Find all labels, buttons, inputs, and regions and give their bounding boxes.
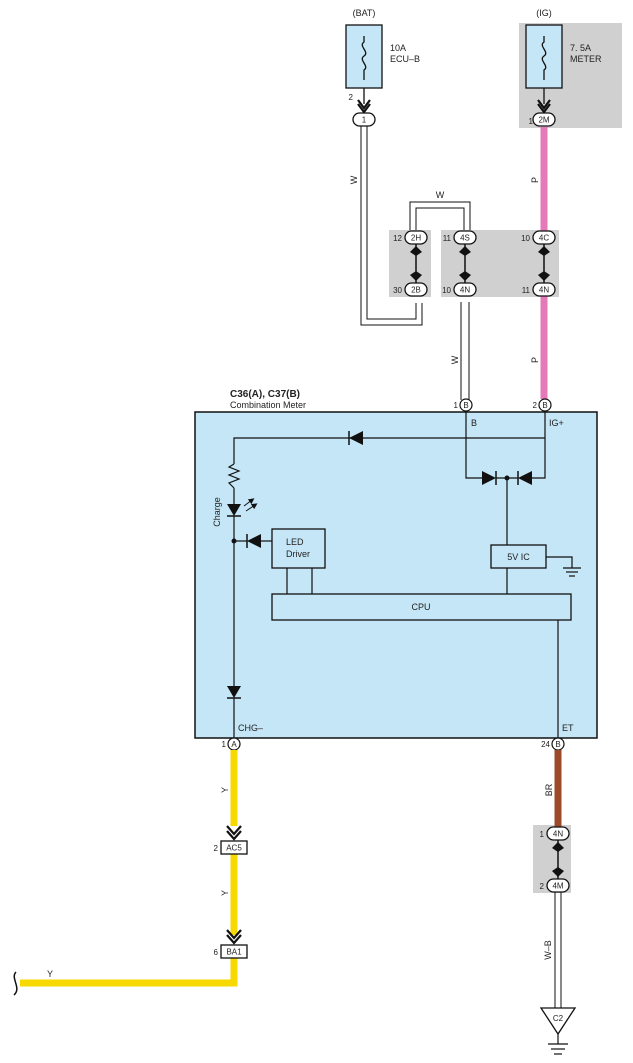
meter-pin-et-num: 24 (541, 740, 550, 749)
meter-pin-ig-num: 2 (533, 401, 538, 410)
ig-fuse-icon (541, 36, 547, 80)
wire-w-bat (360, 126, 471, 400)
j1-bot-conn: 2B (411, 286, 421, 295)
bat-fuse-icon (361, 36, 367, 80)
j2a-bot-conn: 4N (460, 286, 470, 295)
charge-led-icon (227, 498, 258, 517)
wire-br-label: BR (544, 783, 554, 796)
diode-driver-icon (246, 534, 261, 548)
meter-pin-b-sig: B (471, 418, 477, 428)
j2b-bot-pin: 11 (522, 286, 531, 295)
charge-led-label: Charge (212, 497, 222, 527)
wire-wb-label: W–B (543, 940, 553, 960)
junction-j1 (404, 230, 428, 297)
diode-chg-icon (227, 686, 241, 699)
j2b-bot-conn: 4N (539, 286, 549, 295)
meter-pin-ig-letter: B (542, 401, 547, 410)
j2a-bot-pin: 10 (442, 286, 451, 295)
junction-j2a (453, 230, 477, 297)
cpu-label: CPU (411, 602, 430, 612)
resistor-icon (227, 463, 241, 489)
ig-fuse-rating: 7. 5A (570, 43, 591, 53)
wire-p-label-2: P (530, 357, 540, 363)
junction-j2b (532, 230, 556, 297)
meter-pin-chg-num: 1 (222, 740, 227, 749)
diode-b-icon (482, 471, 497, 485)
ig-chevron-icon (537, 99, 551, 114)
j3-top-conn: 4N (553, 830, 563, 839)
ground-c2-label: C2 (553, 1014, 564, 1023)
regulator-label: 5V IC (507, 552, 530, 562)
meter-pin-b-num: 1 (454, 401, 459, 410)
ba1-pin: 6 (214, 948, 219, 957)
ac5-chevron-icon (226, 825, 242, 841)
meter-pin-et-sig: ET (562, 723, 574, 733)
bat-chevron-icon (357, 99, 371, 114)
led-driver-line1: LED (286, 537, 304, 547)
wire-w-label-2: W (436, 190, 445, 200)
wire-y-label-1: Y (220, 787, 230, 793)
ac5-connector (220, 840, 248, 855)
j2a-top-pin: 11 (443, 234, 452, 243)
wire-wb (554, 892, 562, 1008)
ground-symbol-icon (548, 1034, 568, 1055)
j3-top-pin: 1 (540, 830, 545, 839)
diode-ig-icon (517, 471, 532, 485)
ba1-label: BA1 (226, 948, 242, 957)
meter-box (194, 411, 598, 739)
j1-bot-pin: 30 (393, 286, 402, 295)
bat-connector-label: 1 (362, 116, 367, 125)
ig-fuse-name: METER (570, 54, 602, 64)
meter-pin-chg-letter: A (231, 740, 237, 749)
ac5-label: AC5 (226, 844, 242, 853)
wire-y-label-2: Y (220, 890, 230, 896)
bat-fuse-name: ECU–B (390, 54, 420, 64)
bat-pin-num: 2 (349, 93, 354, 102)
j1-top-pin: 12 (393, 234, 402, 243)
j1-top-conn: 2H (411, 234, 421, 243)
j2b-top-pin: 10 (521, 234, 530, 243)
ig-label: (IG) (536, 8, 552, 18)
ig-connector-label: 2M (538, 116, 549, 125)
meter-pin-et-letter: B (555, 740, 560, 749)
ba1-connector (220, 944, 248, 959)
meter-pin-ig-sig: IG+ (549, 418, 564, 428)
j2b-top-conn: 4C (539, 234, 549, 243)
j2a-top-conn: 4S (460, 234, 470, 243)
ig-pin-num: 1 (529, 117, 534, 126)
ba1-chevron-icon (226, 929, 242, 945)
ac5-pin: 2 (214, 844, 219, 853)
bat-fuse-rating: 10A (390, 43, 406, 53)
regulator-box (490, 544, 547, 569)
led-driver-line2: Driver (286, 549, 310, 559)
wire-w-label-3: W (450, 355, 460, 364)
ground-c2-icon (539, 1007, 577, 1036)
j3-bot-conn: 4M (552, 882, 563, 891)
wire-p-label-1: P (530, 177, 540, 183)
meter-name: Combination Meter (230, 400, 306, 410)
meter-pin-chg-sig: CHG– (238, 723, 263, 733)
diode-top-icon (348, 431, 363, 445)
meter-pin-b-letter: B (463, 401, 468, 410)
ig-connector (532, 112, 556, 127)
wire-y (20, 750, 238, 987)
cpu-box (271, 593, 572, 621)
meter-code: C36(A), C37(B) (230, 389, 300, 400)
wire-w-label-1: W (349, 175, 359, 184)
j3-bot-pin: 2 (540, 882, 545, 891)
junction-j3 (546, 826, 570, 893)
bat-connector (352, 112, 376, 127)
bat-label: (BAT) (353, 8, 376, 18)
led-driver-box (271, 528, 326, 569)
wire-break-icon (13, 971, 18, 996)
meter-internal-wiring (233, 411, 581, 738)
wire-y-label-3: Y (47, 969, 53, 979)
